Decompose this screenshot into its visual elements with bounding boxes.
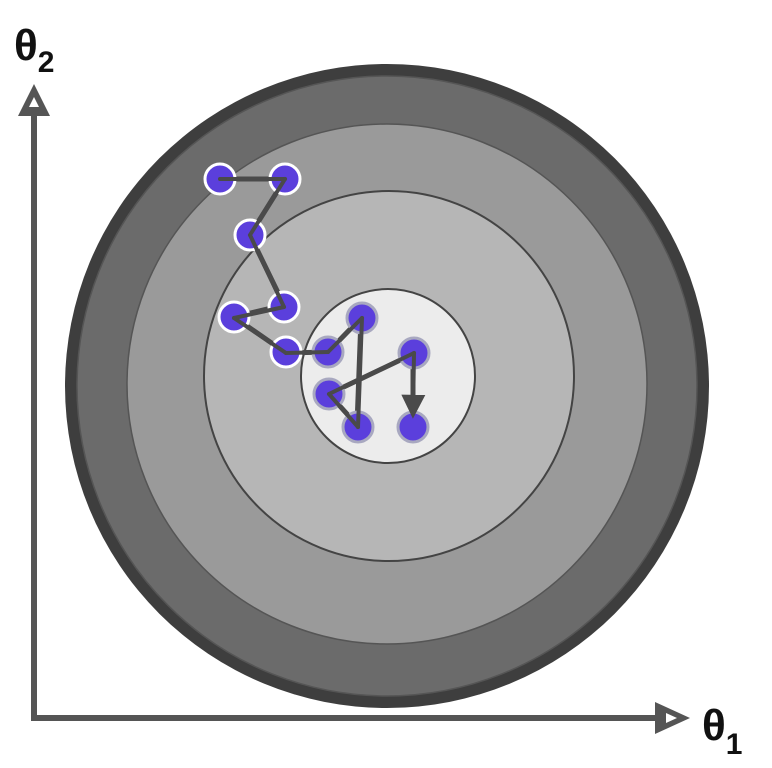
path-segment [327,392,360,429]
path-segment [326,316,364,354]
path-segment-final [401,351,426,419]
x-axis-label: θ1 [702,701,742,761]
y-axis-label: θ2 [14,21,54,79]
descent-point [396,410,430,444]
x-axis-arrowhead-hollow [666,713,677,723]
path-segment [284,350,330,355]
path-segment [232,316,288,355]
y-axis-arrowhead-hollow [29,97,39,107]
path-segment [356,316,364,429]
contour-ring-4 [300,288,476,464]
axes [18,84,690,734]
descent-path-overlay [218,177,426,429]
path-segment [232,305,286,320]
path-segment [248,177,287,237]
path-segment [327,351,416,396]
path-segment [248,233,286,309]
cost-contours [65,64,709,708]
